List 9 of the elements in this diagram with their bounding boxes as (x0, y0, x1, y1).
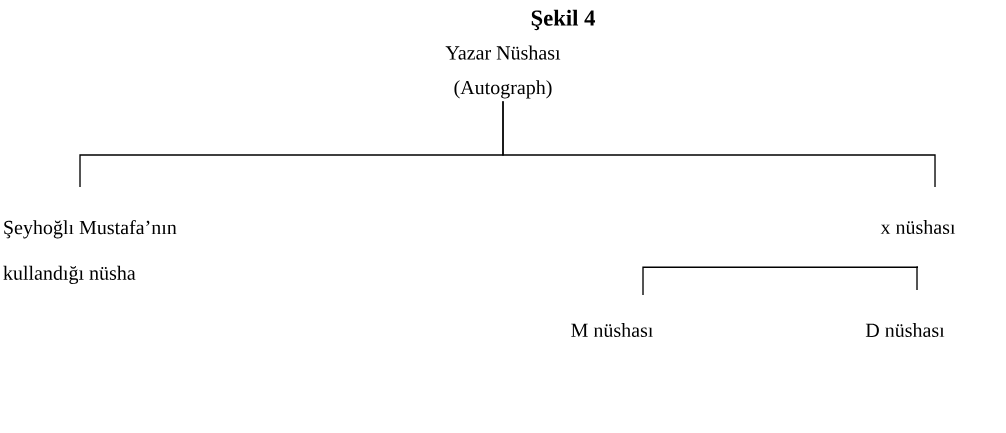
tree-line (502, 100, 936, 188)
manuscript-label: D nüshası (865, 323, 945, 338)
manuscript-label: Yazar Nüshası (Autograph) (445, 45, 561, 99)
tree-line (916, 266, 919, 291)
manuscript-label: x nüshası (880, 220, 956, 235)
manuscript-label: M nüshası (571, 323, 653, 338)
manuscript-label: Şeyhoğlı Mustafa’nın kullandığı nüsha (3, 220, 177, 284)
figure-title: Şekil 4 (531, 9, 596, 31)
tree-line (642, 266, 919, 296)
